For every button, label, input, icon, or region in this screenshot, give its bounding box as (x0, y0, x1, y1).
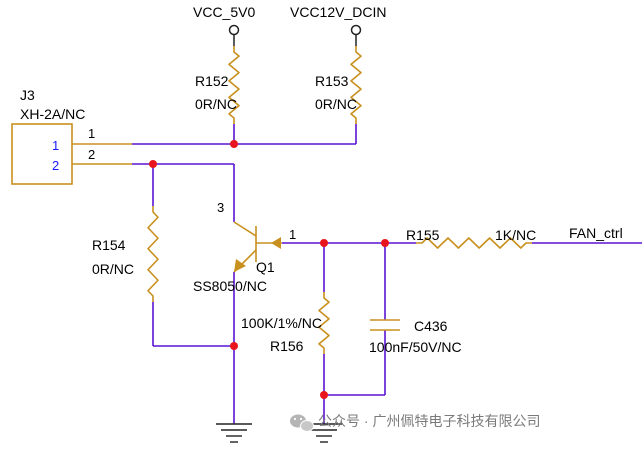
vcc12-terminal-icon (350, 24, 362, 36)
r156-value: 100K/1%/NC (241, 315, 322, 331)
power-vcc5: VCC_5V0 (193, 4, 255, 46)
j3-pin1-label: 1 (88, 126, 95, 141)
r155-value: 1K/NC (495, 227, 536, 243)
j3-value: XH-2A/NC (20, 106, 85, 122)
junction-dot (149, 160, 157, 168)
power-vcc12: VCC12V_DCIN (290, 4, 386, 46)
c436-value: 100nF/50V/NC (369, 339, 462, 355)
j3-connector (11, 123, 132, 185)
r155-ref: R155 (406, 227, 440, 243)
r154-value: 0R/NC (92, 261, 134, 277)
r152-ref: R152 (195, 73, 229, 89)
junction-dot (230, 140, 238, 148)
r154-resistor (147, 206, 159, 302)
q1-base-pin: 1 (289, 227, 296, 242)
ground-r156-icon (306, 423, 342, 443)
r156-resistor (318, 292, 330, 354)
j3-pin2-number: 2 (52, 158, 59, 173)
q1-transistor (233, 221, 282, 273)
r155-resistor (416, 237, 532, 249)
fan-ctrl-net-label: FAN_ctrl (569, 225, 623, 241)
junction-dot (230, 342, 238, 350)
q1-base-pin-arrow-icon (271, 237, 281, 249)
watermark-text: 公众号 · 广州佩特电子科技有限公司 (318, 413, 540, 429)
q1-ref: Q1 (256, 259, 275, 275)
c436-ref: C436 (414, 318, 448, 334)
junction-dot (381, 239, 389, 247)
watermark: 公众号 · 广州佩特电子科技有限公司 (290, 413, 540, 432)
j3-pin1-number: 1 (52, 138, 59, 153)
r152-resistor (228, 46, 240, 124)
vcc5-terminal-icon (228, 24, 240, 36)
q1-value: SS8050/NC (193, 278, 267, 294)
r153-ref: R153 (315, 73, 349, 89)
j3-ref: J3 (20, 87, 35, 103)
r154-ref: R154 (92, 237, 126, 253)
r153-value: 0R/NC (315, 96, 357, 112)
junction-dot (320, 391, 328, 399)
q1-emitter-arrow-icon (234, 259, 246, 272)
r156-ref: R156 (270, 338, 304, 354)
j3-body (11, 123, 73, 185)
j3-pin2-label: 2 (88, 147, 95, 162)
q1-collector-lead (233, 221, 257, 237)
c436-capacitor (370, 319, 400, 331)
q1-collector-pin: 3 (217, 200, 224, 215)
wechat-logo-icon (290, 414, 314, 432)
junctions (149, 140, 389, 399)
ground-emitter-icon (216, 423, 252, 443)
r153-resistor (350, 46, 362, 124)
vcc5-label: VCC_5V0 (193, 4, 255, 20)
wires (132, 124, 642, 424)
junction-dot (320, 239, 328, 247)
r152-value: 0R/NC (195, 96, 237, 112)
vcc12-label: VCC12V_DCIN (290, 4, 386, 20)
